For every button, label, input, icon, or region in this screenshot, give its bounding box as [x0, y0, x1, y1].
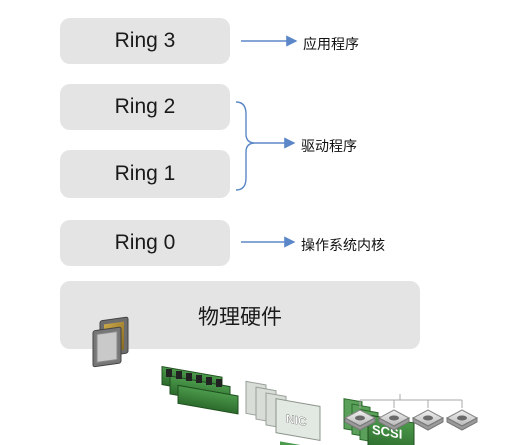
ring-3-label: Ring 3 [114, 29, 176, 52]
ring-3-box: Ring 3 [60, 18, 230, 64]
physical-hardware-label: 物理硬件 [198, 306, 282, 329]
ring-1-label: Ring 1 [114, 162, 176, 185]
ring-0-box: Ring 0 [60, 220, 230, 266]
driver-label: 驱动程序 [301, 139, 357, 155]
hard-disk-icon [343, 409, 479, 431]
memory-module-icon [161, 365, 239, 415]
nic-text: NIC [286, 412, 307, 430]
application-label: 应用程序 [303, 37, 359, 53]
cpu-chip-icon [92, 316, 129, 368]
disk-connector-lines [359, 394, 463, 408]
ring-0-label: Ring 0 [114, 231, 176, 254]
ring-2-label: Ring 2 [114, 95, 176, 118]
nic-card-icon: NIC [245, 380, 321, 445]
ring-1-box: Ring 1 [60, 150, 230, 198]
bracket-driver [235, 101, 296, 191]
os-kernel-label: 操作系统内核 [301, 238, 385, 254]
ring-2-box: Ring 2 [60, 84, 230, 130]
